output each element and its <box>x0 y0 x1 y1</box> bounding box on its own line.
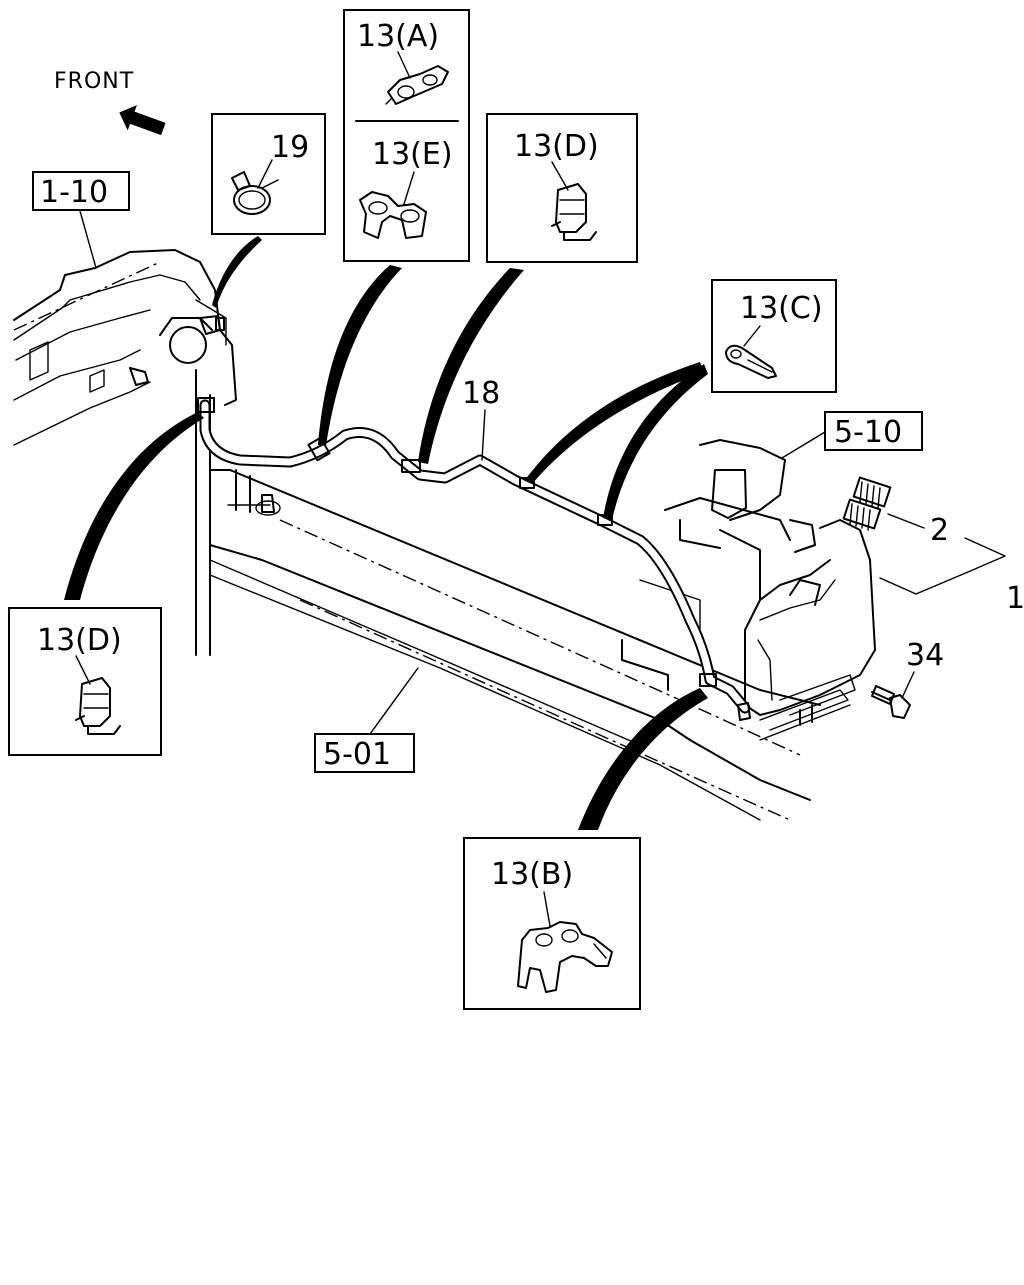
ref-box-5-10[interactable]: 5-10 <box>824 411 923 451</box>
part-box-13d-top[interactable]: 13(D) <box>486 113 638 263</box>
bracket-1 <box>879 537 1006 595</box>
callout-leader-13a-13e <box>318 265 402 446</box>
callout-leader-19 <box>212 236 262 308</box>
engine-assembly <box>13 249 237 446</box>
part-box-19[interactable]: 19 <box>211 113 326 235</box>
part-box-13c[interactable]: 13(C) <box>711 279 837 393</box>
part-label-13d-top: 13(D) <box>514 129 599 164</box>
ref-box-1-10[interactable]: 1-10 <box>32 171 130 211</box>
ref-leader-5-01 <box>369 667 419 735</box>
leader-34 <box>901 671 915 699</box>
ref-leader-1-10 <box>79 210 97 269</box>
part-label-2: 2 <box>930 513 949 548</box>
part-box-13d-left[interactable]: 13(D) <box>8 607 162 756</box>
leader-2 <box>887 513 925 529</box>
chassis-frame <box>209 469 821 821</box>
callout-leader-13d-top <box>418 268 524 464</box>
callout-leader-13d-left <box>64 412 204 600</box>
ref-label-5-10: 5-10 <box>834 415 902 450</box>
part-label-18: 18 <box>462 376 500 411</box>
ref-box-5-01[interactable]: 5-01 <box>314 733 415 773</box>
front-arrow-icon <box>119 105 166 136</box>
part-box-13b[interactable]: 13(B) <box>463 837 641 1010</box>
callout-leader-13c-a <box>525 362 704 484</box>
ref-leader-5-10 <box>781 431 826 459</box>
clip-13e-icon <box>359 191 427 239</box>
clip-13d-left-icon <box>75 677 121 735</box>
part-label-13a: 13(A) <box>357 19 439 54</box>
callout-leader-13b <box>578 688 708 830</box>
clip-13d-icon <box>551 183 597 241</box>
reservoir-cap-icon <box>842 476 892 531</box>
ref-label-5-01: 5-01 <box>323 737 391 772</box>
part-label-13d-left: 13(D) <box>37 623 122 658</box>
part-box-13a-13e[interactable]: 13(A) 13(E) <box>343 9 470 262</box>
part-label-1: 1 <box>1006 581 1024 616</box>
part-label-13e: 13(E) <box>372 137 453 172</box>
part-label-13b: 13(B) <box>491 857 573 892</box>
callout-leader-13c-b <box>603 364 708 520</box>
part-label-13c: 13(C) <box>740 291 823 326</box>
reservoir-tank <box>621 439 876 741</box>
hose-clamp-icon <box>231 171 279 215</box>
front-label: FRONT <box>54 69 134 94</box>
clip-13c-icon <box>725 344 777 379</box>
bolt-icon <box>871 685 911 719</box>
part-label-19: 19 <box>271 130 309 165</box>
part-label-34: 34 <box>906 638 944 673</box>
hose-18 <box>199 399 751 714</box>
ref-label-1-10: 1-10 <box>40 175 108 210</box>
clip-13b-icon <box>517 921 613 993</box>
leader-18 <box>481 409 486 461</box>
